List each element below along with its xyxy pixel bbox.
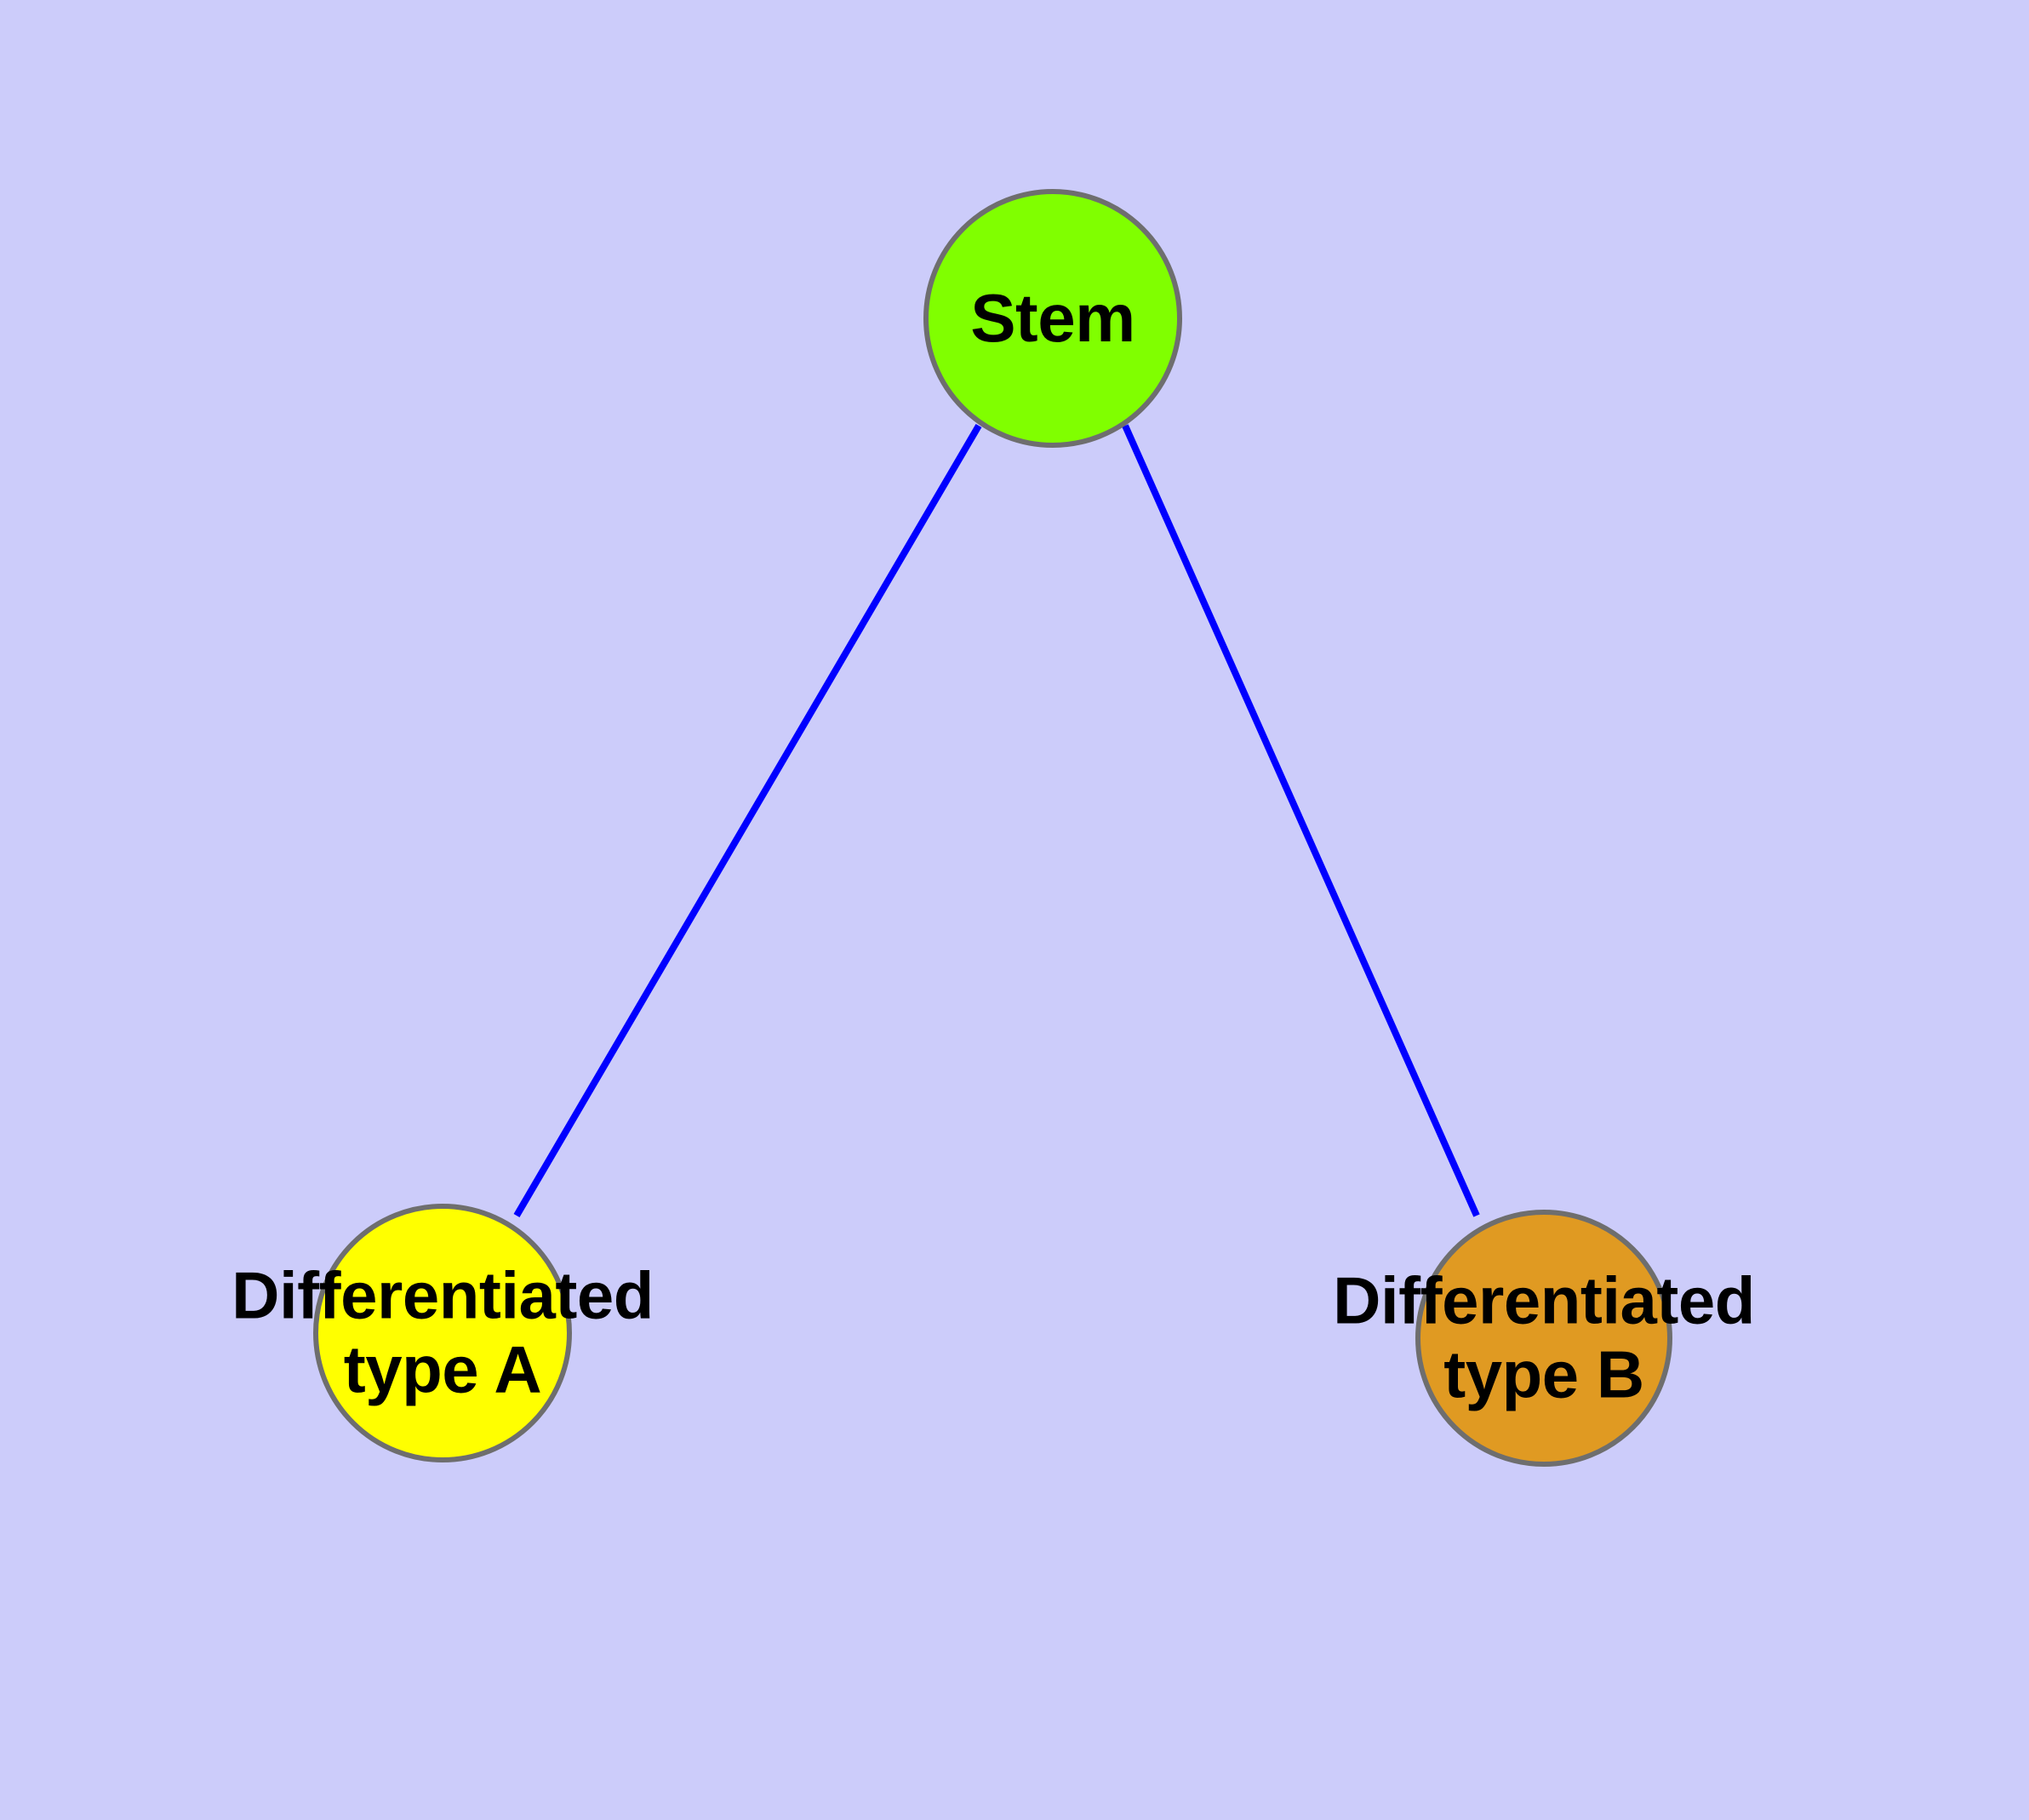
node-differentiated-type-b-circle[interactable]: [1415, 1210, 1672, 1467]
edge-stem-to-differentiated-type-a[interactable]: [513, 423, 982, 1218]
node-differentiated-type-a-circle[interactable]: [313, 1204, 572, 1462]
node-stem[interactable]: Stem: [923, 189, 1182, 448]
node-stem-circle[interactable]: [923, 189, 1182, 448]
edge-stem-to-differentiated-type-b[interactable]: [1122, 424, 1480, 1217]
